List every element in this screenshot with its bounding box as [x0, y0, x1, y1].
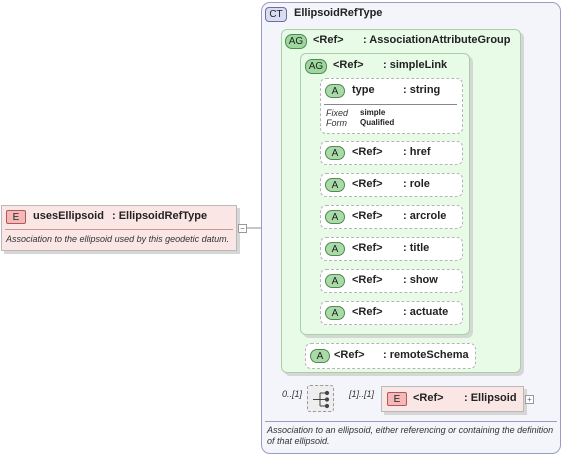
type-attribute-badge: A — [325, 84, 345, 98]
root-element-doc: Association to the ellipsoid used by thi… — [6, 234, 230, 244]
root-element-box — [1, 205, 237, 251]
form-key: Form — [326, 118, 347, 128]
attribute-box — [320, 205, 463, 229]
attribute-ref: <Ref> — [352, 242, 383, 254]
root-element-divider — [5, 229, 233, 230]
ct-doc-divider — [265, 421, 557, 422]
attribute-badge: A — [325, 306, 345, 320]
complex-type-badge: CT — [265, 7, 287, 22]
attribute-ref: <Ref> — [352, 274, 383, 286]
sequence-compositor[interactable] — [307, 385, 334, 412]
remote-schema-name[interactable]: : remoteSchema — [383, 349, 469, 361]
attribute-badge: A — [325, 210, 345, 224]
child-element-name[interactable]: : Ellipsoid — [464, 392, 517, 404]
attribute-badge: A — [325, 242, 345, 256]
attribute-name[interactable]: : role — [403, 178, 430, 190]
expand-toggle[interactable]: + — [525, 395, 534, 404]
attribute-badge: A — [325, 274, 345, 288]
attribute-badge: A — [325, 178, 345, 192]
remote-schema-badge: A — [310, 349, 330, 363]
attribute-name[interactable]: : href — [403, 146, 431, 158]
collapse-toggle[interactable]: − — [238, 224, 247, 233]
simple-link-name[interactable]: : simpleLink — [383, 59, 448, 71]
simple-link-ref: <Ref> — [333, 59, 364, 71]
complex-type-name[interactable]: EllipsoidRefType — [294, 7, 383, 19]
type-attribute-type: : string — [403, 84, 441, 96]
root-element-badge: E — [6, 210, 26, 224]
attribute-ref: <Ref> — [352, 146, 383, 158]
fixed-value: simple — [360, 108, 386, 117]
root-element-type: : EllipsoidRefType — [112, 210, 208, 222]
root-element-name[interactable]: usesEllipsoid — [33, 210, 104, 222]
attribute-ref: <Ref> — [352, 210, 383, 222]
attribute-name[interactable]: : show — [403, 274, 438, 286]
sequence-inner-cardinality: [1]..[1] — [349, 389, 375, 399]
attribute-group-badge: AG — [285, 34, 307, 49]
attribute-name[interactable]: : title — [403, 242, 430, 254]
child-element-ref: <Ref> — [413, 392, 444, 404]
remote-schema-box — [305, 343, 476, 369]
sequence-icon — [313, 390, 330, 409]
child-element-badge: E — [387, 392, 407, 406]
attribute-badge: A — [325, 146, 345, 160]
attribute-name[interactable]: : arcrole — [403, 210, 447, 222]
remote-schema-ref: <Ref> — [334, 349, 365, 361]
attribute-group-ref: <Ref> — [313, 34, 344, 46]
simple-link-badge: AG — [305, 59, 327, 74]
type-attribute-name[interactable]: type — [352, 84, 375, 96]
attribute-ref: <Ref> — [352, 178, 383, 190]
attribute-name[interactable]: : actuate — [403, 306, 449, 318]
complex-type-doc: Association to an ellipsoid, either refe… — [267, 425, 554, 446]
type-attribute-divider — [324, 104, 457, 105]
attribute-ref: <Ref> — [352, 306, 383, 318]
sequence-outer-cardinality: 0..[1] — [282, 389, 303, 399]
fixed-key: Fixed — [326, 108, 349, 118]
form-value: Qualified — [360, 118, 395, 127]
attribute-group-name[interactable]: : AssociationAttributeGroup — [363, 34, 511, 46]
